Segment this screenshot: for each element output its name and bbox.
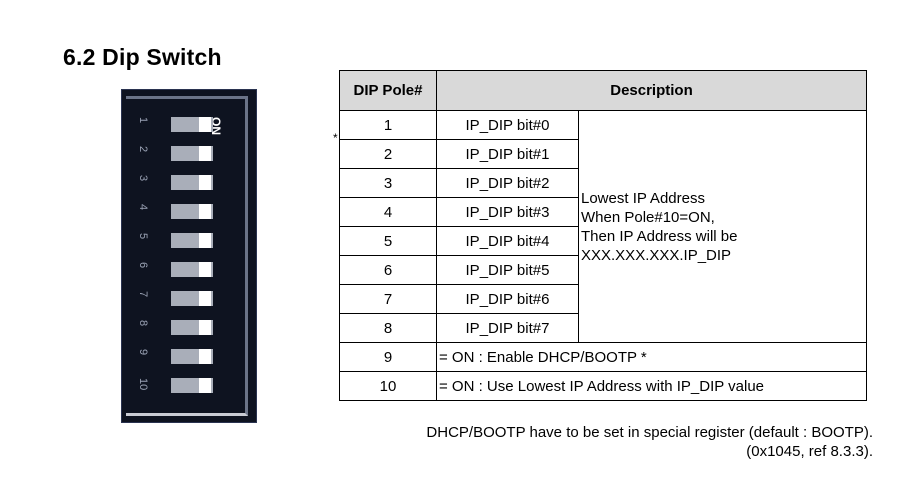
dip-switch-number: 10: [137, 378, 149, 391]
row9-desc-cell: = ON : Enable DHCP/BOOTP *: [436, 342, 867, 372]
dip-switch-number: 7: [137, 291, 149, 298]
pole-cell: 1: [339, 110, 437, 140]
pole-cell: 4: [339, 197, 437, 227]
dip-switch-slot: [171, 175, 213, 190]
pole-cell: 5: [339, 226, 437, 256]
dip-switch-slot: [171, 378, 213, 393]
dip-switch-knob: [199, 175, 211, 190]
table-row: 1 IP_DIP bit#0 Lowest IP Address When Po…: [339, 110, 867, 343]
dip-switch-slot: [171, 146, 213, 161]
bit-cell: IP_DIP bit#1: [436, 139, 579, 169]
desc-line: XXX.XXX.XXX.IP_DIP: [581, 246, 732, 264]
pole-cell: 10: [339, 371, 437, 401]
dip-switch-5: 5: [137, 233, 221, 249]
dip-switch-knob: [199, 262, 211, 277]
table-row: 5 IP_DIP bit#4: [339, 226, 867, 256]
dip-switch-knob: [199, 291, 211, 306]
dip-switch-slot: [171, 117, 213, 132]
note-line-2: (0x1045, ref 8.3.3).: [746, 443, 873, 460]
table-row: 4 IP_DIP bit#3: [339, 197, 867, 227]
dip-switch-image: [121, 89, 257, 423]
dip-switch-knob: [199, 146, 211, 161]
table-row: 9 = ON : Enable DHCP/BOOTP *: [339, 342, 867, 372]
dip-switch-number: 9: [137, 349, 149, 356]
bit-cell: IP_DIP bit#2: [436, 168, 579, 198]
pole-cell: 9: [339, 342, 437, 372]
dip-switch-number: 3: [137, 175, 149, 182]
dip-switch-4: 4: [137, 204, 221, 220]
dip-switch-number: 1: [137, 117, 149, 124]
dip-switch-number: 4: [137, 204, 149, 211]
pole-cell: 2: [339, 139, 437, 169]
header-dip-pole: DIP Pole#: [339, 70, 437, 111]
dip-switch-6: 6: [137, 262, 221, 278]
bit-cell: IP_DIP bit#6: [436, 284, 579, 314]
dip-switch-knob: [199, 349, 211, 364]
dip-switch-number: 5: [137, 233, 149, 240]
dip-switch-10: 10: [137, 378, 221, 394]
dip-switch-number: 2: [137, 146, 149, 153]
dip-switch-slot: [171, 262, 213, 277]
dip-switch-slot: [171, 349, 213, 364]
bit-cell: IP_DIP bit#5: [436, 255, 579, 285]
table-header-row: DIP Pole# Description: [339, 70, 867, 111]
dip-switch-knob: [199, 320, 211, 335]
table-row: 6 IP_DIP bit#5: [339, 255, 867, 285]
dip-switch-slot: [171, 291, 213, 306]
dip-switch-knob: [199, 117, 211, 132]
pole-cell: 7: [339, 284, 437, 314]
dip-switch-slot: [171, 320, 213, 335]
desc-line: When Pole#10=ON,: [581, 208, 715, 226]
table-row: 10 = ON : Use Lowest IP Address with IP_…: [339, 371, 867, 401]
bit-cell: IP_DIP bit#3: [436, 197, 579, 227]
asterisk-mark: *: [333, 131, 338, 145]
dip-switch-2: 2: [137, 146, 221, 162]
dip-switch-number: 6: [137, 262, 149, 269]
note-line-1: DHCP/BOOTP have to be set in special reg…: [426, 424, 873, 441]
bit-cell: IP_DIP bit#7: [436, 313, 579, 343]
register-note: DHCP/BOOTP have to be set in special reg…: [426, 423, 873, 461]
bit-cell: IP_DIP bit#0: [436, 110, 579, 140]
merged-description-cell: Lowest IP Address When Pole#10=ON, Then …: [578, 110, 867, 343]
desc-line: Lowest IP Address: [581, 189, 705, 207]
table-row: 3 IP_DIP bit#2: [339, 168, 867, 198]
row10-desc-cell: = ON : Use Lowest IP Address with IP_DIP…: [436, 371, 867, 401]
dip-switch-1: 1: [137, 117, 221, 133]
header-description: Description: [436, 70, 867, 111]
dip-switch-slot: [171, 233, 213, 248]
dip-switch-knob: [199, 378, 211, 393]
table-row: 8 IP_DIP bit#7: [339, 313, 867, 343]
pole-cell: 8: [339, 313, 437, 343]
dip-switch-7: 7: [137, 291, 221, 307]
section-title: 6.2 Dip Switch: [63, 44, 222, 70]
dip-switch-number: 8: [137, 320, 149, 327]
dip-switch-slot: [171, 204, 213, 219]
dip-pole-table: DIP Pole# Description 1 IP_DIP bit#0 Low…: [339, 70, 867, 401]
table-row: 7 IP_DIP bit#6: [339, 284, 867, 314]
dip-switch-knob: [199, 233, 211, 248]
bit-cell: IP_DIP bit#4: [436, 226, 579, 256]
dip-switch-8: 8: [137, 320, 221, 336]
dip-switch-3: 3: [137, 175, 221, 191]
pole-cell: 3: [339, 168, 437, 198]
pole-cell: 6: [339, 255, 437, 285]
dip-switch-frame: [126, 96, 248, 416]
desc-line: Then IP Address will be: [581, 227, 738, 245]
dip-switch-knob: [199, 204, 211, 219]
dip-switch-9: 9: [137, 349, 221, 365]
